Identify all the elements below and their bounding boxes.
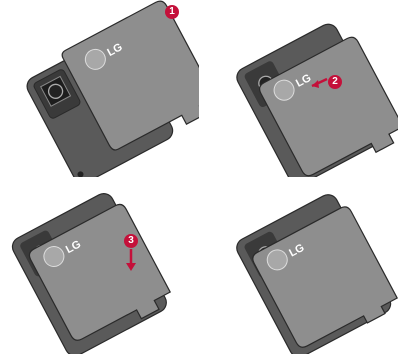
phone-illustration-step-4: LG [199,177,398,354]
phone-illustration-step-2: LG [199,0,398,177]
phone-illustration-step-3: LG [0,177,199,354]
step-3-badge: 3 [124,234,138,248]
step-3-panel: LG 3 [0,177,199,354]
phone-illustration-step-1: LG [0,0,199,177]
step-4-panel: LG [199,177,398,354]
step-1-badge: 1 [165,5,179,19]
step-1-panel: LG 1 [0,0,199,177]
step-2-panel: LG 2 [199,0,398,177]
step-2-badge: 2 [328,75,342,89]
